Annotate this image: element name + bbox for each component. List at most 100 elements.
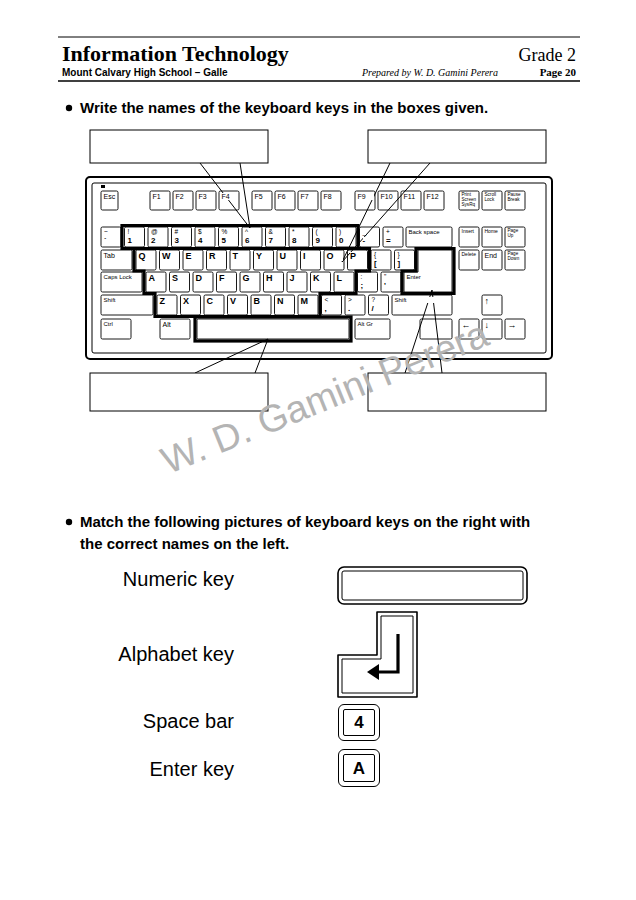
space-bar-key-top [342, 571, 523, 600]
key-label: J [290, 274, 306, 283]
keyboard-key [101, 272, 142, 292]
key-label: Y [256, 252, 272, 261]
key-label: , [325, 305, 327, 313]
key-label: F [219, 274, 235, 283]
watermark: W. D. Gamini Perera [155, 312, 494, 483]
keyboard-key [482, 227, 502, 247]
keyboard-key [148, 227, 168, 247]
keyboard-key [358, 272, 378, 292]
keyboard-key [219, 227, 239, 247]
key-label: Q [139, 252, 155, 261]
keyboard-key [101, 250, 132, 270]
keyboard-key [157, 295, 177, 315]
keyboard-key [173, 191, 193, 210]
callout-pointer [342, 163, 430, 262]
key-label: 2 [151, 237, 155, 245]
key-name: Enter key [150, 758, 234, 781]
keyboard-key [146, 272, 166, 292]
instruction: Write the names of the keyboard keys in … [80, 99, 488, 116]
key-label: Z [160, 297, 176, 306]
header-rule [58, 37, 580, 38]
key-label: Delete [462, 252, 478, 257]
key-label: ; [361, 282, 364, 290]
key-label: F8 [324, 193, 340, 200]
page-title: Information Technology [62, 41, 289, 66]
key-label: F7 [301, 193, 317, 200]
keyboard-key [193, 272, 213, 292]
keyboard-key [181, 295, 201, 315]
keyboard-key [275, 191, 295, 210]
key-label: Home [485, 229, 501, 234]
key-label: 1 [128, 237, 132, 245]
keyboard-key [301, 250, 321, 270]
key-label: 9 [316, 237, 320, 245]
key-label: . [348, 305, 350, 313]
key-label: N [277, 297, 293, 306]
enter-key-top [342, 616, 413, 693]
key-label: Insert [462, 229, 478, 234]
keyboard-key [313, 227, 333, 247]
key-label: F12 [427, 193, 443, 200]
keyboard-key [459, 227, 479, 247]
key-label: Esc [104, 193, 117, 200]
keyboard-key [298, 191, 318, 210]
key-label: + [386, 229, 390, 236]
keyboard-key [321, 191, 341, 210]
key-label: G [243, 274, 259, 283]
key-label: F11 [404, 193, 420, 200]
keyboard-key [334, 272, 354, 292]
keyboard-key [401, 191, 421, 210]
key-label: F5 [255, 193, 271, 200]
keyboard-key [197, 319, 349, 339]
key-label: Caps Lock [104, 274, 141, 280]
key-label: - [363, 237, 366, 245]
keyboard-key [336, 227, 356, 247]
key-label: ` [104, 237, 107, 245]
keyboard-key [505, 319, 525, 339]
key-label: % [222, 229, 228, 236]
key-label: M [301, 297, 317, 306]
key-label: Print Screen SysRq [462, 193, 478, 207]
keyboard-key [298, 295, 318, 315]
grade-label: Grade 2 [519, 45, 576, 66]
keyboard-key [240, 272, 260, 292]
key-label: Page Down [508, 252, 524, 262]
key-label: = [386, 237, 391, 245]
keyboard-key [378, 191, 398, 210]
author-credit: Prepared by W. D. Gamini Perera [362, 67, 498, 79]
keyboard-key [170, 272, 190, 292]
key-label: Scroll Lock [485, 193, 501, 203]
answer-box [368, 130, 546, 163]
keyboard-key [101, 191, 118, 210]
key-label: 0 [339, 237, 343, 245]
keyboard-key [266, 227, 286, 247]
key-label: $ [198, 229, 202, 236]
keyboard-key [392, 295, 452, 315]
key-label: 8 [292, 237, 296, 245]
key-label: S [172, 274, 188, 283]
keyboard-key [101, 295, 153, 315]
keyboard-key [264, 272, 284, 292]
keyboard-key [381, 272, 401, 292]
key-label: 6 [245, 237, 249, 245]
key-label: A [149, 274, 165, 283]
key-name: Alphabet key [118, 643, 234, 666]
keyboard-key [383, 227, 403, 247]
key-label: V [230, 297, 246, 306]
keyboard-key [459, 191, 479, 210]
keyboard-key [505, 191, 525, 210]
keyboard-key [101, 227, 121, 247]
key-label: < [325, 297, 329, 304]
key-label: B [254, 297, 270, 306]
key-label: Pause Break [508, 193, 524, 203]
school-name: Mount Calvary High School – Galle [62, 67, 228, 79]
keyboard-key [252, 191, 272, 210]
key-label: ^ [245, 229, 248, 236]
key-label: / [372, 305, 374, 313]
key-label: K [313, 274, 329, 283]
keyboard-key [395, 250, 415, 270]
key-label: > [348, 297, 352, 304]
keyboard-key [172, 227, 192, 247]
